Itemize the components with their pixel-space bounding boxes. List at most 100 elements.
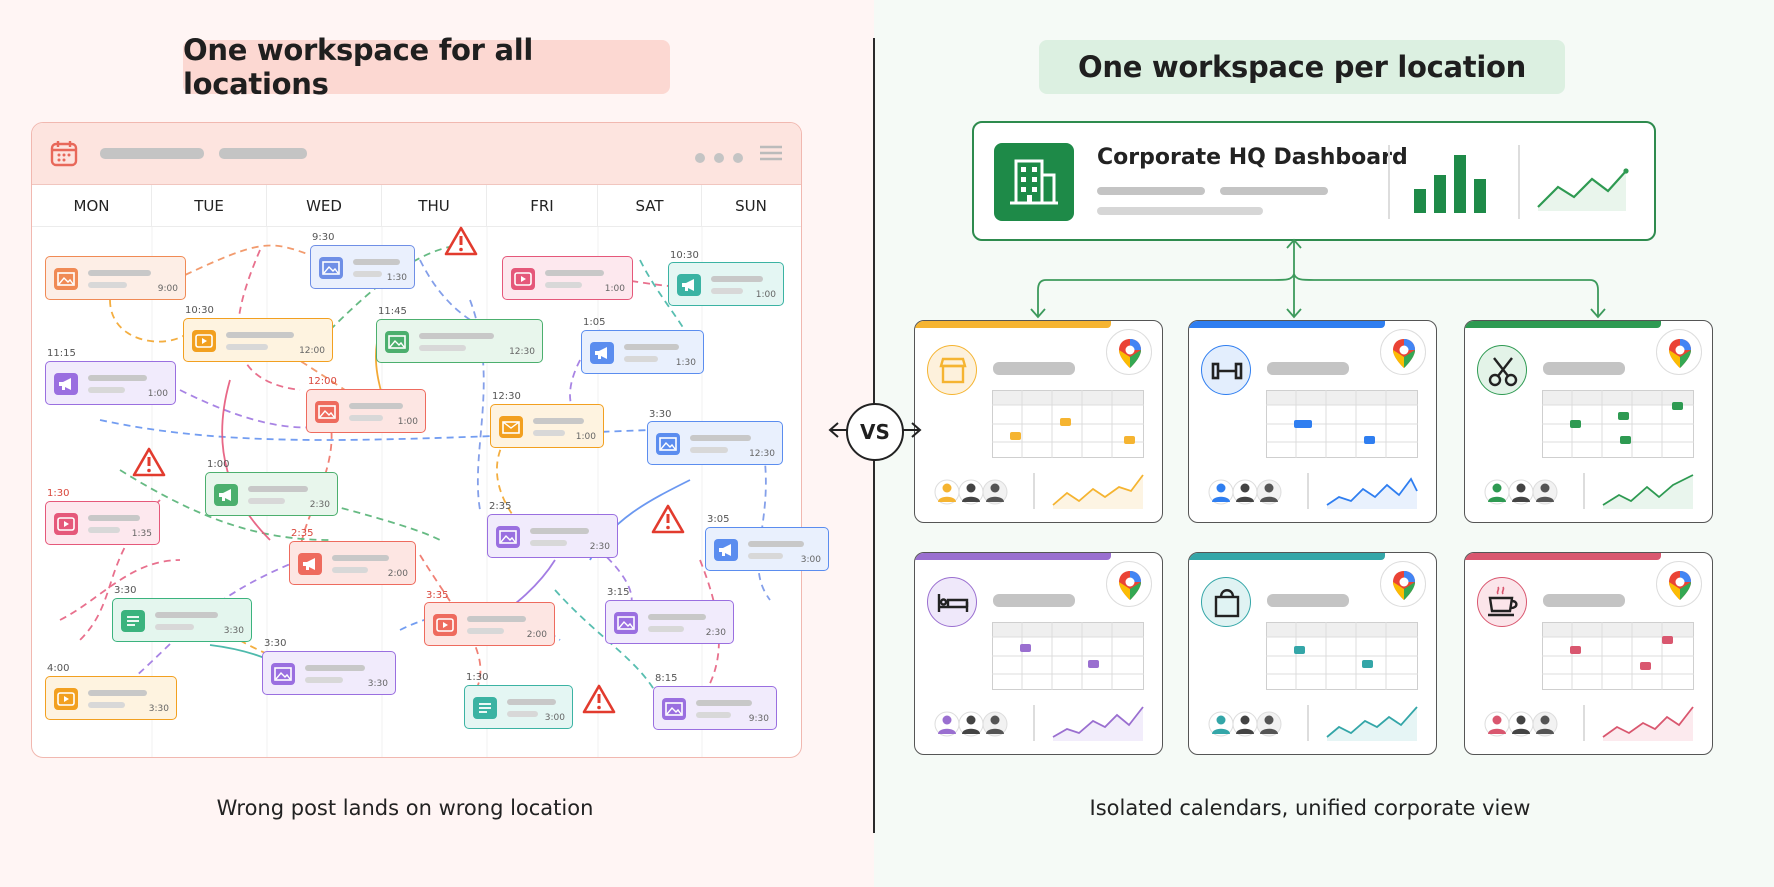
- trend-sparkline: [1602, 706, 1694, 741]
- post-time-label: 12:00: [308, 376, 337, 387]
- post-due-time: 1:30: [675, 358, 696, 368]
- post-due-time: 3:00: [544, 713, 565, 723]
- location-workspace-card[interactable]: [914, 320, 1163, 523]
- location-workspace-card[interactable]: [1464, 552, 1713, 755]
- post-due-time: 2:30: [705, 628, 726, 638]
- post-text-placeholder: [88, 387, 125, 393]
- post-text-placeholder: [624, 344, 679, 350]
- window-dots[interactable]: [695, 148, 752, 167]
- storefront-icon: [927, 345, 977, 395]
- shopping-bag-icon: [1201, 577, 1251, 627]
- post-due-time: 12:30: [509, 347, 535, 357]
- post-card[interactable]: 2:00: [289, 541, 416, 585]
- trend-sparkline: [1602, 474, 1694, 509]
- warning-icon: [132, 447, 166, 477]
- post-due-time: 1:30: [386, 273, 407, 283]
- post-card[interactable]: 3:30: [45, 676, 177, 720]
- post-time-label: 3:30: [264, 638, 287, 649]
- mini-calendar: [992, 390, 1144, 458]
- location-workspace-card[interactable]: [1188, 320, 1437, 523]
- post-due-time: 1:00: [604, 284, 625, 294]
- card-separator: [1033, 473, 1035, 509]
- post-text-placeholder: [696, 700, 752, 706]
- post-text-placeholder: [88, 690, 147, 696]
- google-maps-pin-icon: [1656, 561, 1702, 607]
- post-card[interactable]: 1:35: [45, 501, 160, 545]
- post-text-placeholder: [545, 270, 604, 276]
- post-time-label: 3:15: [607, 587, 630, 598]
- post-text-placeholder: [748, 541, 804, 547]
- location-name-placeholder: [1543, 362, 1625, 375]
- post-time-label: 1:05: [583, 317, 606, 328]
- post-card[interactable]: 1:00: [490, 404, 604, 448]
- menu-icon[interactable]: [760, 145, 782, 161]
- hq-connectors: [1030, 238, 1606, 319]
- image-icon: [662, 698, 686, 720]
- post-card[interactable]: 3:00: [705, 527, 829, 571]
- location-name-placeholder: [993, 362, 1075, 375]
- right-title: One workspace per location: [1039, 40, 1565, 94]
- mini-calendar: [992, 622, 1144, 690]
- post-card[interactable]: 3:00: [464, 685, 573, 729]
- image-icon: [319, 257, 343, 279]
- post-text-placeholder: [88, 375, 147, 381]
- post-card[interactable]: 1:00: [45, 361, 176, 405]
- post-card[interactable]: 12:30: [647, 421, 783, 465]
- post-text-placeholder: [467, 628, 504, 634]
- post-time-label: 12:30: [492, 391, 521, 402]
- post-text-placeholder: [155, 612, 218, 618]
- post-card[interactable]: 1:30: [310, 245, 415, 289]
- left-title: One workspace for all locations: [183, 33, 670, 101]
- document-icon: [473, 697, 497, 719]
- coffee-cup-icon: [1477, 577, 1527, 627]
- day-tue: TUE: [152, 185, 267, 227]
- video-icon: [511, 268, 535, 290]
- post-card[interactable]: 12:30: [376, 319, 543, 363]
- megaphone-icon: [714, 539, 738, 561]
- megaphone-icon: [298, 553, 322, 575]
- dumbbell-icon: [1201, 345, 1251, 395]
- day-sun: SUN: [735, 197, 767, 215]
- location-accent-bar: [1465, 321, 1661, 328]
- post-card[interactable]: 1:00: [502, 256, 633, 300]
- toolbar-placeholder: [219, 148, 307, 159]
- location-workspace-card[interactable]: [1464, 320, 1713, 523]
- post-card[interactable]: 1:30: [581, 330, 704, 374]
- google-maps-pin-icon: [1656, 329, 1702, 375]
- post-card[interactable]: 1:00: [306, 389, 426, 433]
- post-due-time: 2:00: [526, 630, 547, 640]
- team-avatars: [934, 711, 1008, 737]
- post-text-placeholder: [353, 259, 400, 265]
- post-card[interactable]: 3:30: [262, 651, 396, 695]
- location-workspace-card[interactable]: [1188, 552, 1437, 755]
- post-text-placeholder: [696, 712, 731, 718]
- day-thu: THU: [382, 185, 487, 227]
- post-text-placeholder: [467, 616, 526, 622]
- warning-icon: [651, 504, 685, 534]
- location-workspace-card[interactable]: [914, 552, 1163, 755]
- post-due-time: 1:00: [575, 432, 596, 442]
- post-text-placeholder: [711, 288, 743, 294]
- hq-separator: [1388, 145, 1390, 219]
- mini-calendar: [1266, 390, 1418, 458]
- post-text-placeholder: [155, 624, 194, 630]
- post-card[interactable]: 3:30: [112, 598, 252, 642]
- post-card[interactable]: 12:00: [183, 318, 333, 362]
- right-caption: Isolated calendars, unified corporate vi…: [1089, 796, 1531, 820]
- post-card[interactable]: 9:30: [653, 686, 777, 730]
- post-card[interactable]: 2:30: [605, 600, 734, 644]
- post-card[interactable]: 2:30: [487, 514, 618, 558]
- location-accent-bar: [1189, 321, 1385, 328]
- post-card[interactable]: 9:00: [45, 256, 186, 300]
- post-text-placeholder: [88, 702, 125, 708]
- post-card[interactable]: 2:00: [424, 602, 555, 646]
- post-card[interactable]: 1:00: [668, 262, 784, 306]
- hq-building-tile: [994, 143, 1074, 221]
- post-text-placeholder: [226, 344, 268, 350]
- toolbar-placeholder: [100, 148, 204, 159]
- trend-sparkline: [1052, 474, 1144, 509]
- post-card[interactable]: 2:30: [205, 472, 338, 516]
- google-maps-pin-icon: [1380, 329, 1426, 375]
- post-due-time: 3:00: [800, 555, 821, 565]
- post-due-time: 12:00: [299, 346, 325, 356]
